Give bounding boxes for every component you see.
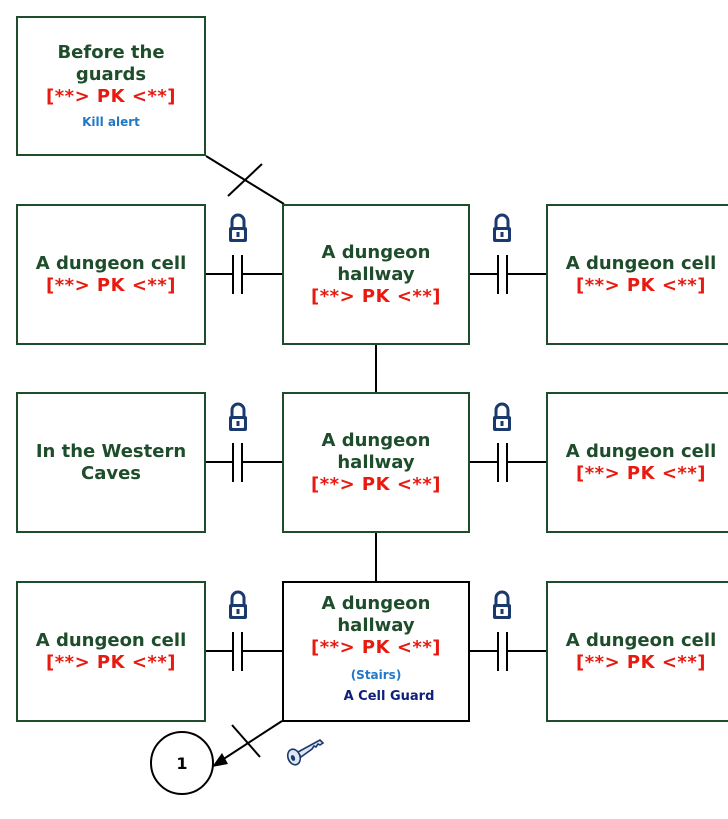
pk-flag: [**> PK <**] [576,274,706,296]
padlock-icon [491,590,513,621]
pk-flag: [**> PK <**] [46,651,176,673]
room-dungeon-cell-e3[interactable]: A dungeon cell [**> PK <**] [546,581,728,722]
arrow-head [212,753,228,767]
room-name: A dungeon hallway [321,429,431,473]
pk-flag: [**> PK <**] [311,637,441,658]
mob-name: A Cell Guard [343,689,435,704]
room-dungeon-cell-w3[interactable]: A dungeon cell [**> PK <**] [16,581,206,722]
padlock-icon [227,402,249,433]
padlock-icon [491,213,513,244]
pk-flag: [**> PK <**] [576,462,706,484]
pk-flag: [**> PK <**] [46,274,176,296]
room-name: A dungeon hallway [321,593,431,636]
room-name: A dungeon cell [35,252,187,274]
room-dungeon-cell-e2[interactable]: A dungeon cell [**> PK <**] [546,392,728,533]
pk-flag: [**> PK <**] [311,473,441,495]
one-way-tick [231,724,261,758]
one-way-tick [227,163,263,197]
pk-flag: [**> PK <**] [311,285,441,307]
door-east-row2 [470,443,546,482]
padlock-icon [227,213,249,244]
room-name: A dungeon hallway [321,241,431,285]
door-east-row1 [470,255,546,294]
passage-down [218,720,283,763]
door-west-row3 [206,632,282,671]
room-name: A dungeon cell [35,629,187,651]
exit-marker[interactable]: 1 [150,731,214,795]
door-west-row1 [206,255,282,294]
padlock-icon [491,402,513,433]
room-dungeon-hallway-3[interactable]: A dungeon hallway [**> PK <**] (Stairs) … [282,581,470,766]
exit-marker-label: 1 [176,753,188,773]
room-note: Kill alert [82,115,140,129]
door-west-row2 [206,443,282,482]
room-name: A dungeon cell [565,629,717,651]
room-western-caves[interactable]: In the Western Caves [16,392,206,533]
room-dungeon-hallway-1[interactable]: A dungeon hallway [**> PK <**] [282,204,470,345]
padlock-icon [227,590,249,621]
room-dungeon-cell-w1[interactable]: A dungeon cell [**> PK <**] [16,204,206,345]
room-name: Before the guards [57,42,165,85]
room-name: A dungeon cell [565,252,717,274]
room-name: In the Western Caves [35,440,187,484]
pk-flag: [**> PK <**] [576,651,706,673]
pk-flag: [**> PK <**] [46,86,176,107]
room-name: A dungeon cell [565,440,717,462]
key-icon [286,739,325,766]
room-before-guards[interactable]: Before the guards [**> PK <**] Kill aler… [16,16,206,156]
room-note: (Stairs) [350,668,402,682]
room-dungeon-hallway-2[interactable]: A dungeon hallway [**> PK <**] [282,392,470,533]
door-east-row3 [470,632,546,671]
room-dungeon-cell-e1[interactable]: A dungeon cell [**> PK <**] [546,204,728,345]
